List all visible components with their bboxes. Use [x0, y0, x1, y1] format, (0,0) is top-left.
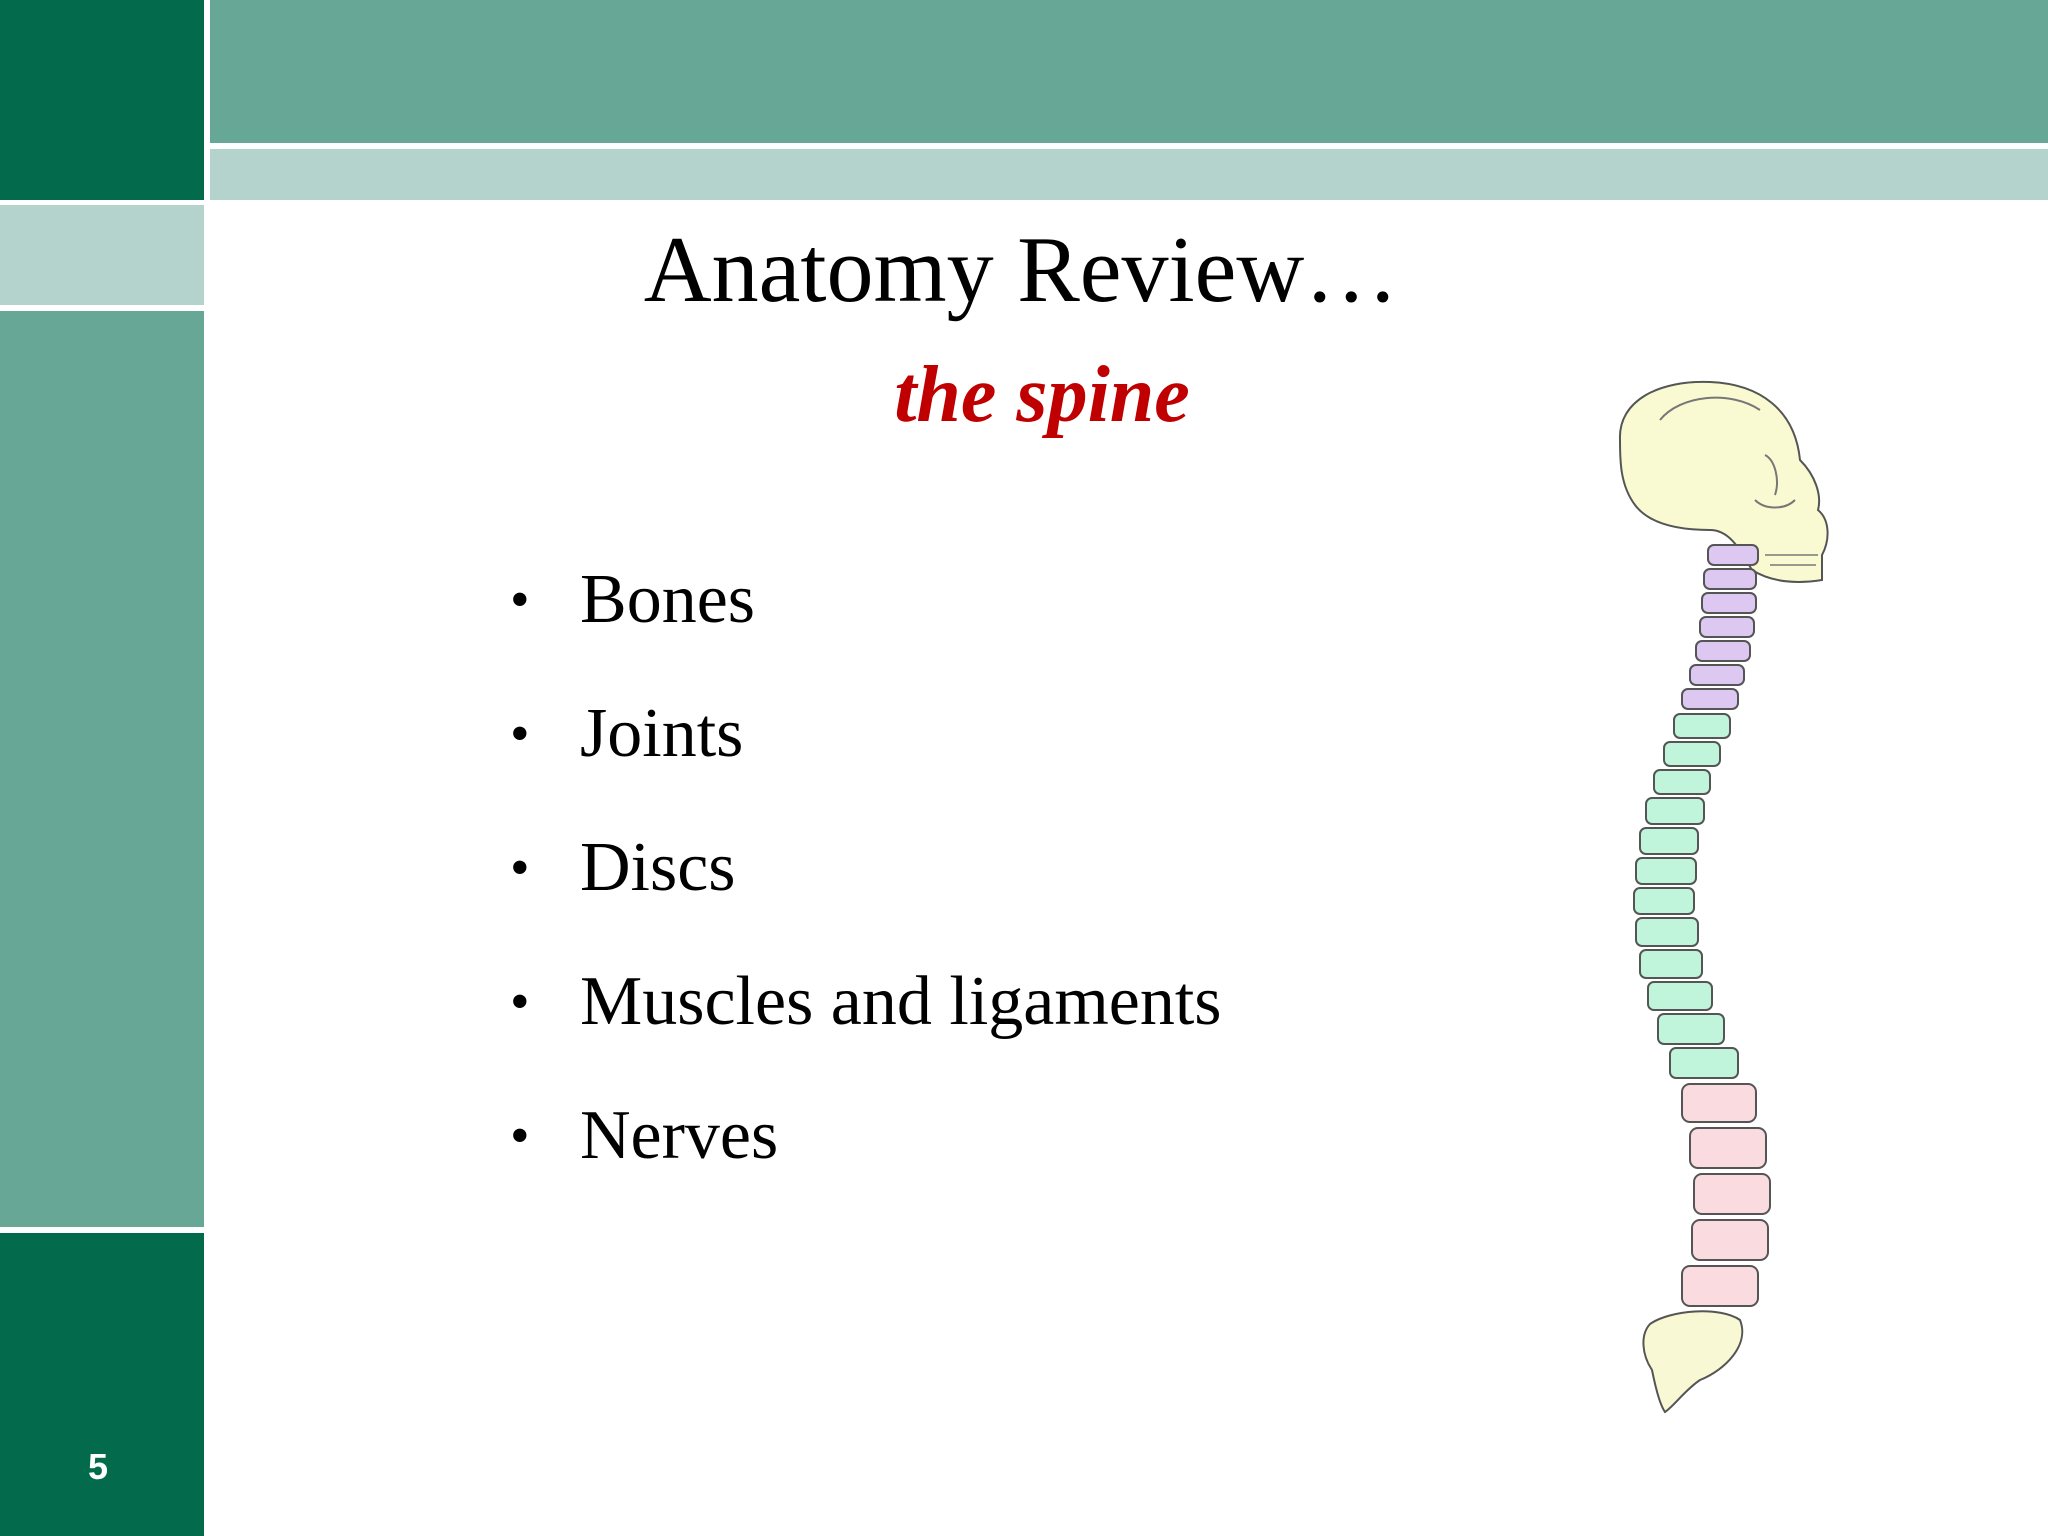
list-item: • Joints — [510, 682, 1222, 816]
bullet-text: Muscles and ligaments — [580, 963, 1222, 1040]
bullet-dot: • — [510, 703, 530, 765]
bullet-text: Bones — [580, 561, 755, 638]
list-item: • Nerves — [510, 1084, 1222, 1218]
skull — [1618, 380, 1829, 583]
left-light-block — [0, 205, 204, 305]
cervical-vertebrae — [1681, 544, 1759, 710]
bullet-dot: • — [510, 1105, 530, 1167]
top-band — [210, 0, 2048, 143]
slide-title: Anatomy Review… — [643, 218, 1399, 322]
left-mid-block — [0, 311, 204, 1227]
list-item: • Muscles and ligaments — [510, 950, 1222, 1084]
sacrum — [1642, 1310, 1744, 1414]
bullet-text: Discs — [580, 829, 736, 906]
spine-skeleton-icon — [1618, 380, 1829, 1414]
page-number: 5 — [88, 1446, 109, 1487]
slide-subtitle: the spine — [894, 351, 1190, 439]
list-item: • Bones — [510, 548, 1222, 682]
top-band-light — [210, 149, 2048, 200]
bullet-text: Nerves — [580, 1097, 779, 1174]
bullet-text: Joints — [580, 695, 744, 772]
lumbar-vertebrae — [1681, 1083, 1771, 1307]
bullet-dot: • — [510, 569, 530, 631]
bullet-list: • Bones • Joints • Discs • Muscles and ligam… — [510, 548, 1222, 1218]
list-item: • Discs — [510, 816, 1222, 950]
bullet-dot: • — [510, 837, 530, 899]
thoracic-vertebrae — [1633, 713, 1739, 1079]
left-dark-block-bottom — [0, 1233, 204, 1536]
bullet-dot: • — [510, 971, 530, 1033]
left-dark-block-top — [0, 0, 204, 200]
